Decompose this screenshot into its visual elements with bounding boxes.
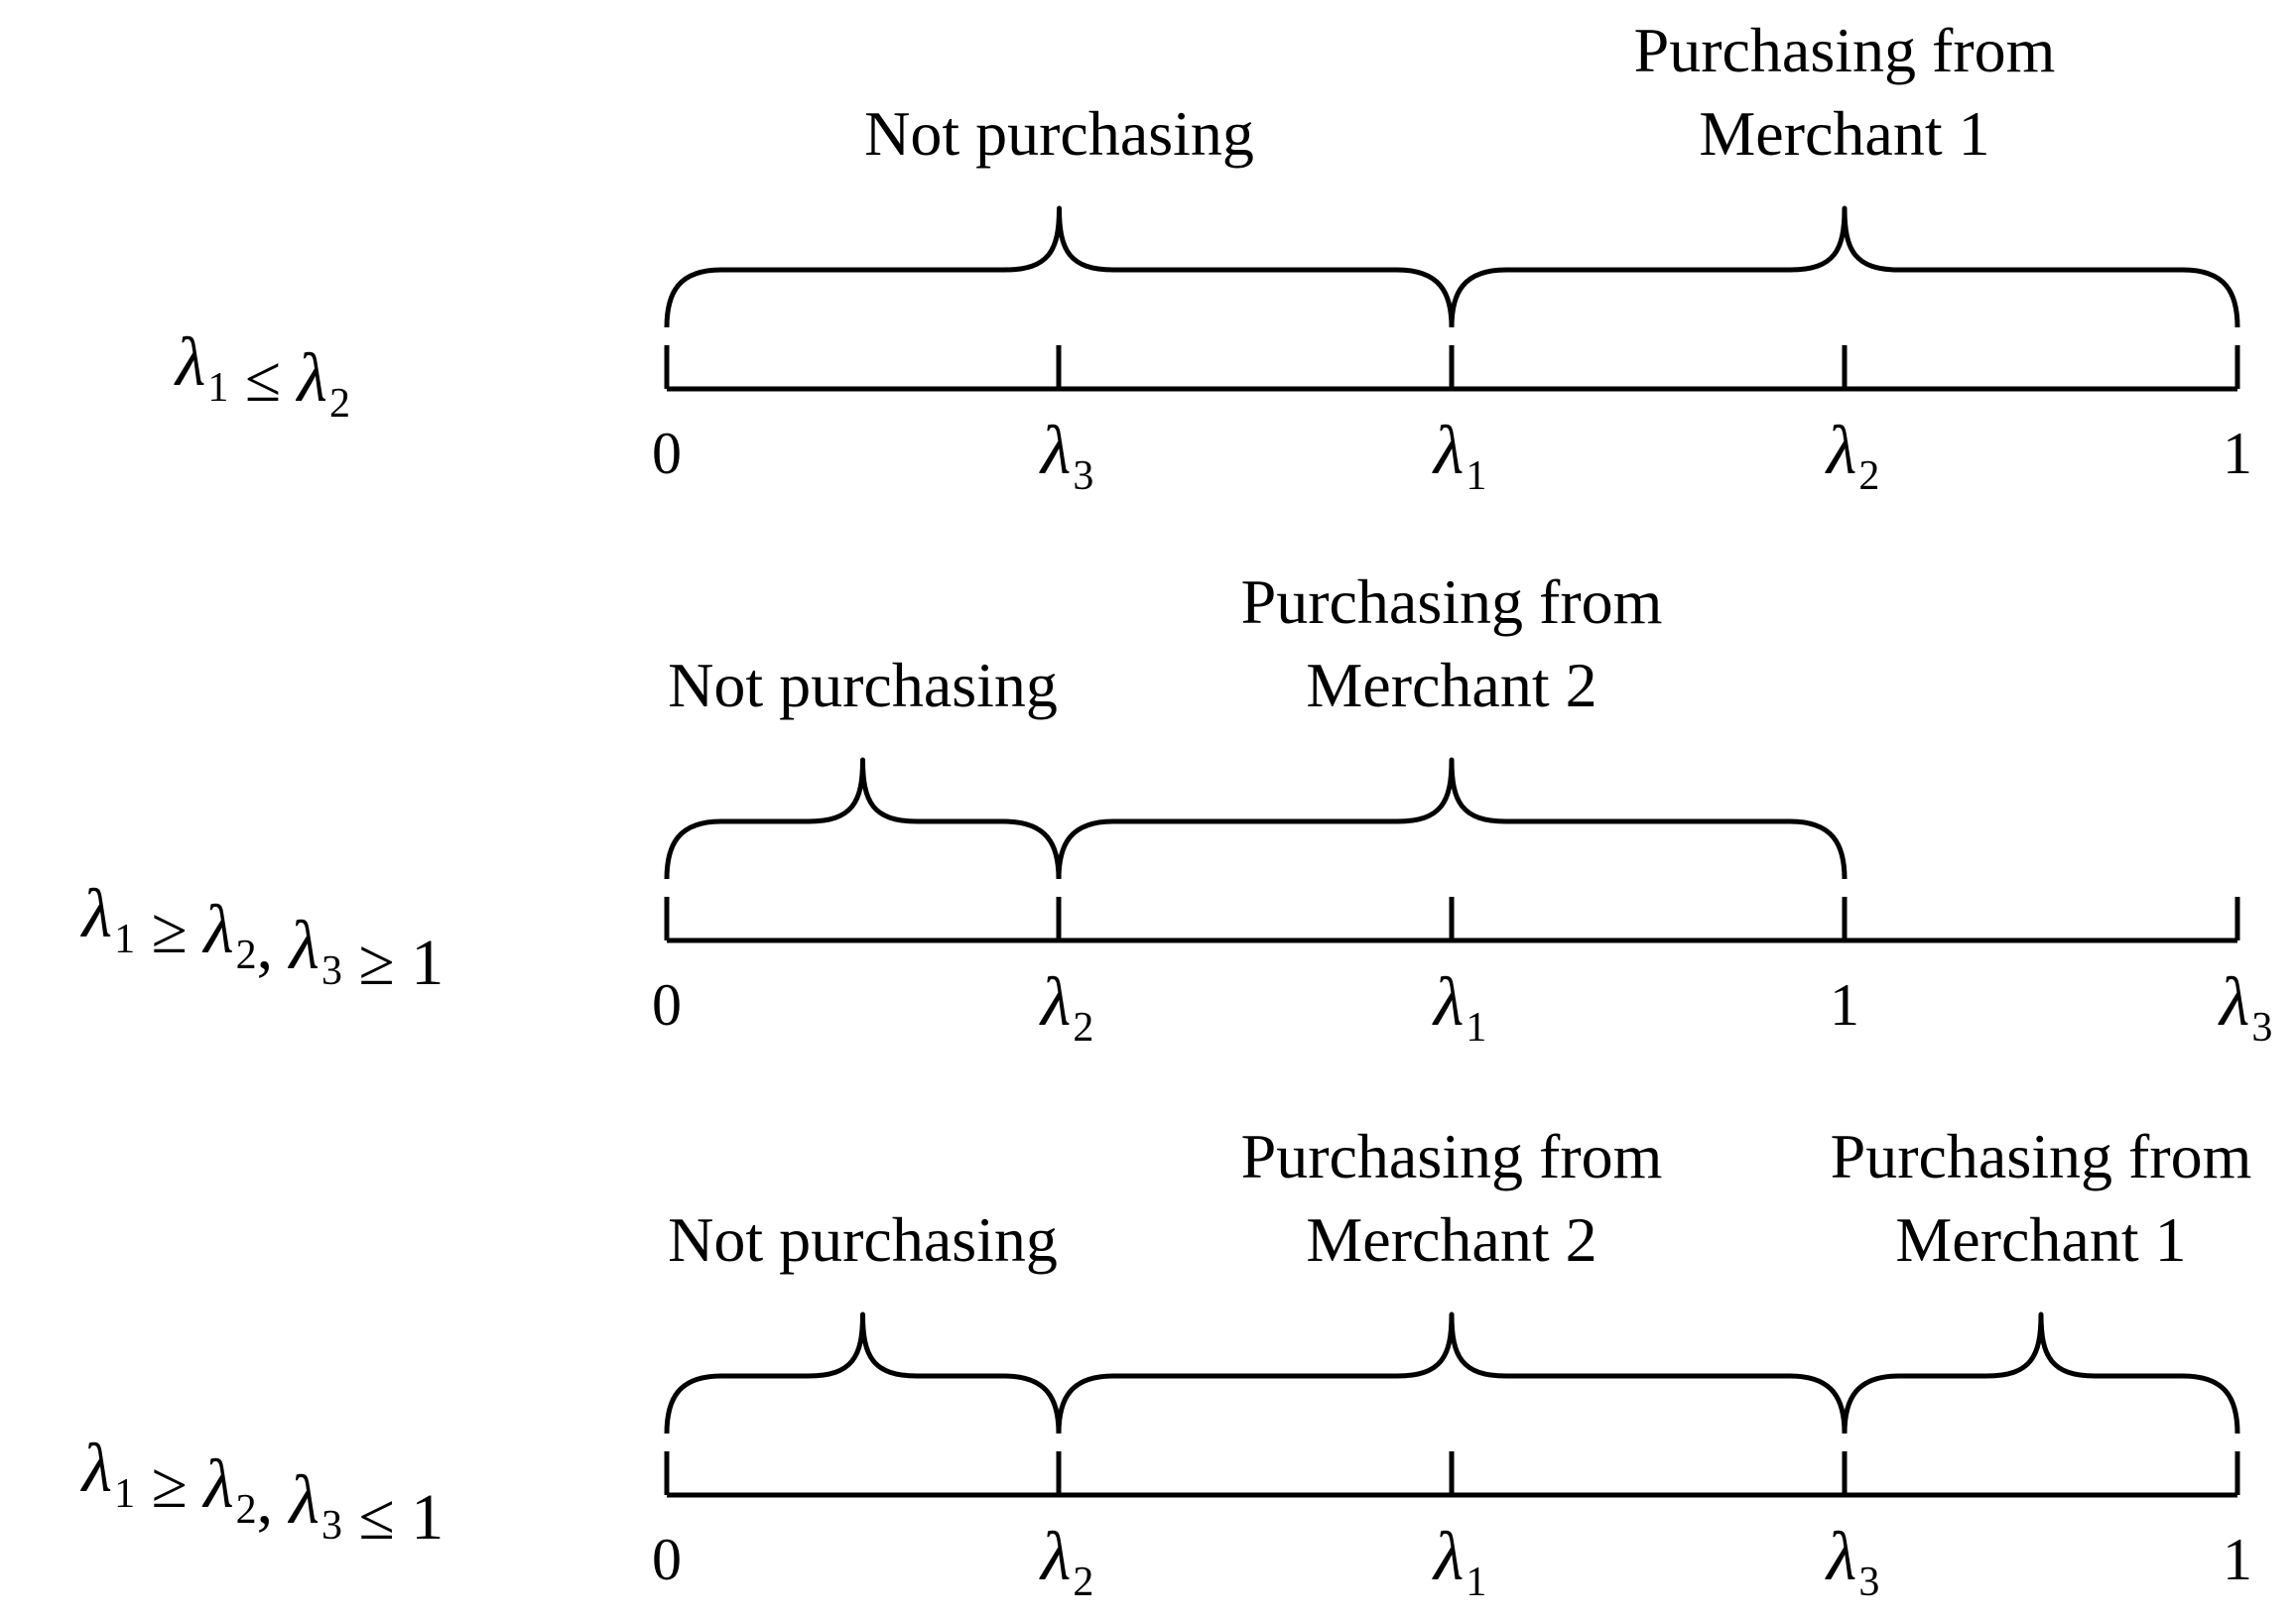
- region-label: Purchasing from: [1831, 1121, 2252, 1191]
- lambda-subscript: 1: [1466, 1560, 1486, 1605]
- tick-label: λ2: [1039, 1519, 1093, 1605]
- condition-label: λ1 ≤ λ2: [174, 324, 350, 427]
- lambda-subscript: 1: [1466, 453, 1486, 499]
- region-label: Not purchasing: [864, 98, 1254, 169]
- region-label: Purchasing from: [1241, 566, 1663, 637]
- lambda-symbol: λ: [1432, 413, 1464, 489]
- lambda-subscript: 3: [1858, 1560, 1879, 1605]
- lambda-subscript: 2: [236, 933, 257, 978]
- condition-operator: ≤ 1: [342, 1481, 444, 1554]
- region-brace: [1056, 1311, 1848, 1435]
- tick-label: 0: [652, 972, 682, 1038]
- condition-operator: ,: [257, 1465, 290, 1538]
- region-label: Purchasing from: [1634, 15, 2056, 85]
- lambda-subscript: 1: [1466, 1005, 1486, 1051]
- tick-label: λ3: [2218, 964, 2272, 1051]
- lambda-symbol: λ: [288, 908, 319, 984]
- tick-label: λ3: [1825, 1519, 1879, 1605]
- lambda-subscript: 1: [114, 1471, 135, 1517]
- region-label: Merchant 2: [1306, 650, 1596, 720]
- lambda-symbol: λ: [1432, 964, 1464, 1041]
- lambda-symbol: λ: [174, 324, 205, 401]
- lambda-symbol: λ: [296, 340, 327, 417]
- lambda-symbol: λ: [1825, 413, 1856, 489]
- tick-label: 0: [652, 1527, 682, 1592]
- tick-label: 0: [652, 421, 682, 486]
- region-brace: [1842, 1311, 2240, 1435]
- tick-label: λ1: [1432, 1519, 1486, 1605]
- region-label: Merchant 1: [1699, 98, 1989, 169]
- tick-label: λ3: [1039, 413, 1093, 499]
- condition-operator: ,: [257, 911, 290, 983]
- lambda-symbol: λ: [1825, 1519, 1856, 1595]
- lambda-subscript: 3: [321, 948, 342, 994]
- condition-label: λ1 ≥ λ2, λ3 ≥ 1: [80, 876, 444, 999]
- lambda-subscript: 1: [207, 365, 228, 411]
- region-brace: [664, 757, 1062, 880]
- region-label: Merchant 2: [1306, 1204, 1596, 1275]
- lambda-subscript: 2: [1073, 1560, 1093, 1605]
- lambda-symbol: λ: [1432, 1519, 1464, 1595]
- region-label: Purchasing from: [1241, 1121, 1663, 1191]
- region-label: Merchant 1: [1895, 1204, 2186, 1275]
- tick-label: λ1: [1432, 964, 1486, 1051]
- condition-operator: ≥: [135, 895, 203, 967]
- lambda-symbol: λ: [201, 892, 233, 968]
- tick-label: 1: [1830, 972, 1859, 1038]
- region-label: Not purchasing: [668, 1204, 1058, 1275]
- condition-operator: ≤: [228, 343, 297, 416]
- region-brace: [664, 1311, 1062, 1435]
- lambda-subscript: 2: [236, 1487, 257, 1533]
- lambda-symbol: λ: [1039, 413, 1071, 489]
- tick-label: λ2: [1825, 413, 1879, 499]
- tick-label: 1: [2223, 1527, 2252, 1592]
- condition-operator: ≥ 1: [342, 927, 444, 999]
- lambda-subscript: 1: [114, 917, 135, 962]
- lambda-subscript: 2: [1858, 453, 1879, 499]
- lambda-symbol: λ: [80, 1431, 112, 1507]
- tick-label: λ1: [1432, 413, 1486, 499]
- region-brace: [1449, 205, 2240, 328]
- lambda-symbol: λ: [1039, 964, 1071, 1041]
- lambda-subscript: 3: [1073, 453, 1093, 499]
- region-brace: [1056, 757, 1848, 880]
- region-label: Not purchasing: [668, 650, 1058, 720]
- lambda-subscript: 3: [2251, 1005, 2272, 1051]
- region-brace: [664, 205, 1455, 328]
- lambda-symbol: λ: [80, 876, 112, 952]
- lambda-symbol: λ: [2218, 964, 2249, 1041]
- lambda-symbol: λ: [1039, 1519, 1071, 1595]
- lambda-symbol: λ: [288, 1462, 319, 1539]
- tick-label: 1: [2223, 421, 2252, 486]
- condition-label: λ1 ≥ λ2, λ3 ≤ 1: [80, 1431, 444, 1554]
- lambda-subscript: 3: [321, 1503, 342, 1549]
- tick-label: λ2: [1039, 964, 1093, 1051]
- condition-operator: ≥: [135, 1449, 203, 1522]
- lambda-subscript: 2: [1073, 1005, 1093, 1051]
- lambda-symbol: λ: [201, 1446, 233, 1523]
- lambda-subscript: 2: [329, 381, 350, 427]
